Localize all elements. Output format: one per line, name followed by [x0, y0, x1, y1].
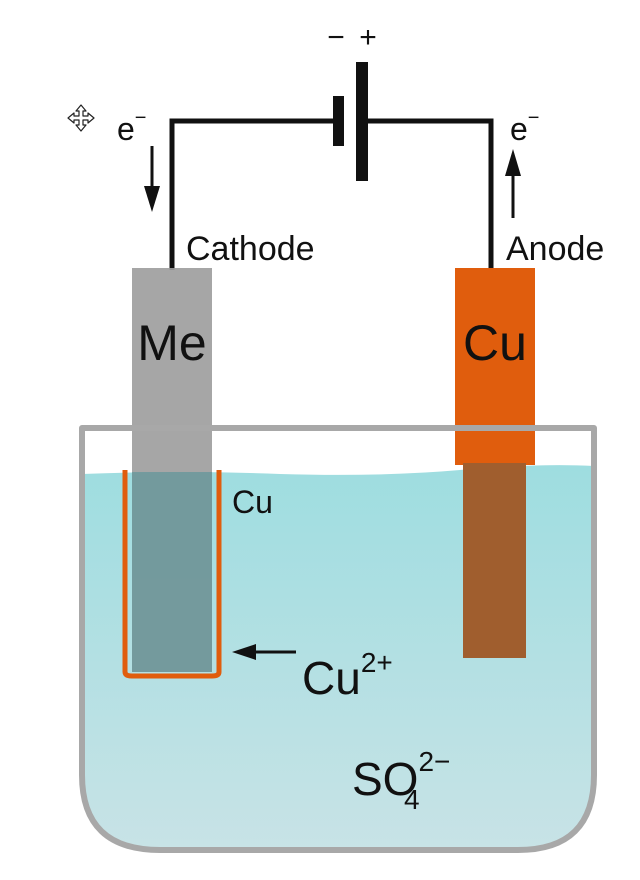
sulfate-ion-label: SO2−4 — [352, 746, 450, 815]
cathode-label: Cathode — [186, 230, 315, 268]
anode-label: Anode — [506, 230, 604, 268]
cathode-electrode — [132, 268, 212, 672]
plated-copper-label: Cu — [232, 484, 273, 520]
copper-ion-label: Cu2+ — [302, 647, 393, 704]
move-cursor-icon[interactable] — [67, 104, 95, 132]
anode-electrode — [455, 268, 535, 465]
electron-arrow-down-icon — [144, 146, 160, 212]
anode-wire — [362, 118, 494, 270]
plated-copper-layer — [122, 470, 222, 679]
beaker — [79, 425, 597, 853]
battery-plus-label: + — [359, 21, 377, 54]
anode-symbol: Cu — [463, 315, 527, 371]
electron-label-left: e− — [117, 107, 146, 147]
battery-icon — [333, 62, 368, 181]
battery-minus-label: − — [327, 21, 345, 54]
cathode-wire — [169, 118, 337, 270]
anode-submerged — [463, 463, 526, 658]
cathode-symbol: Me — [137, 315, 206, 371]
ion-arrow-left-icon — [232, 644, 296, 660]
electron-label-right: e− — [510, 107, 539, 147]
electron-arrow-up-icon — [505, 149, 521, 218]
